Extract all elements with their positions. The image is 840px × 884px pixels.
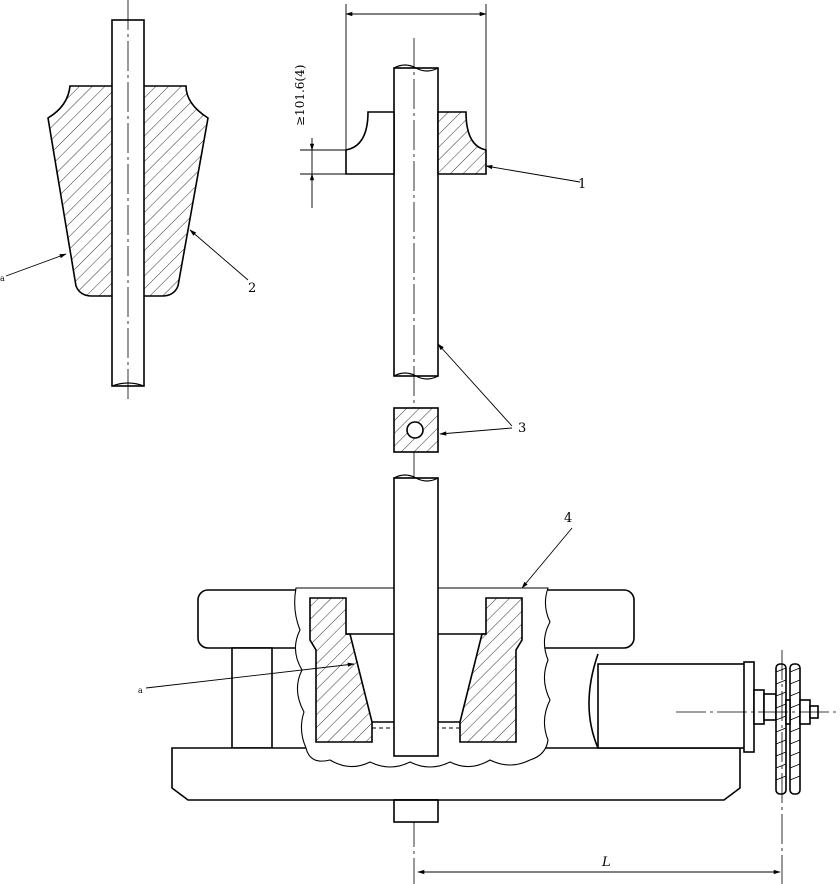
label-note-a-bottom: a	[138, 686, 143, 695]
label-part-4: 4	[564, 511, 572, 526]
cone-rod	[111, 19, 145, 387]
label-part-2: 2	[248, 281, 256, 296]
dim-height-label: ≥101.6(4)	[293, 65, 307, 126]
label-dim-length: L	[601, 855, 611, 870]
rod-lower	[393, 477, 439, 757]
label-note-a-left: a	[0, 274, 5, 283]
fixture	[171, 474, 836, 884]
flange-left	[345, 111, 395, 175]
rod-assembly: ≥101.6(4)	[293, 4, 487, 884]
leaders	[5, 164, 581, 689]
rod-upper	[393, 67, 439, 377]
flange-right	[437, 111, 487, 175]
cone-detail	[47, 0, 209, 400]
labels: 1 2 3 4 a a L	[0, 177, 611, 870]
knurled-wheel-1	[775, 663, 787, 795]
side-cylinder	[597, 663, 751, 749]
label-part-3: 3	[518, 421, 526, 436]
die-left	[309, 597, 373, 743]
label-part-1: 1	[578, 177, 586, 192]
rod-section	[393, 407, 439, 453]
knurled-wheel-2	[789, 663, 801, 795]
